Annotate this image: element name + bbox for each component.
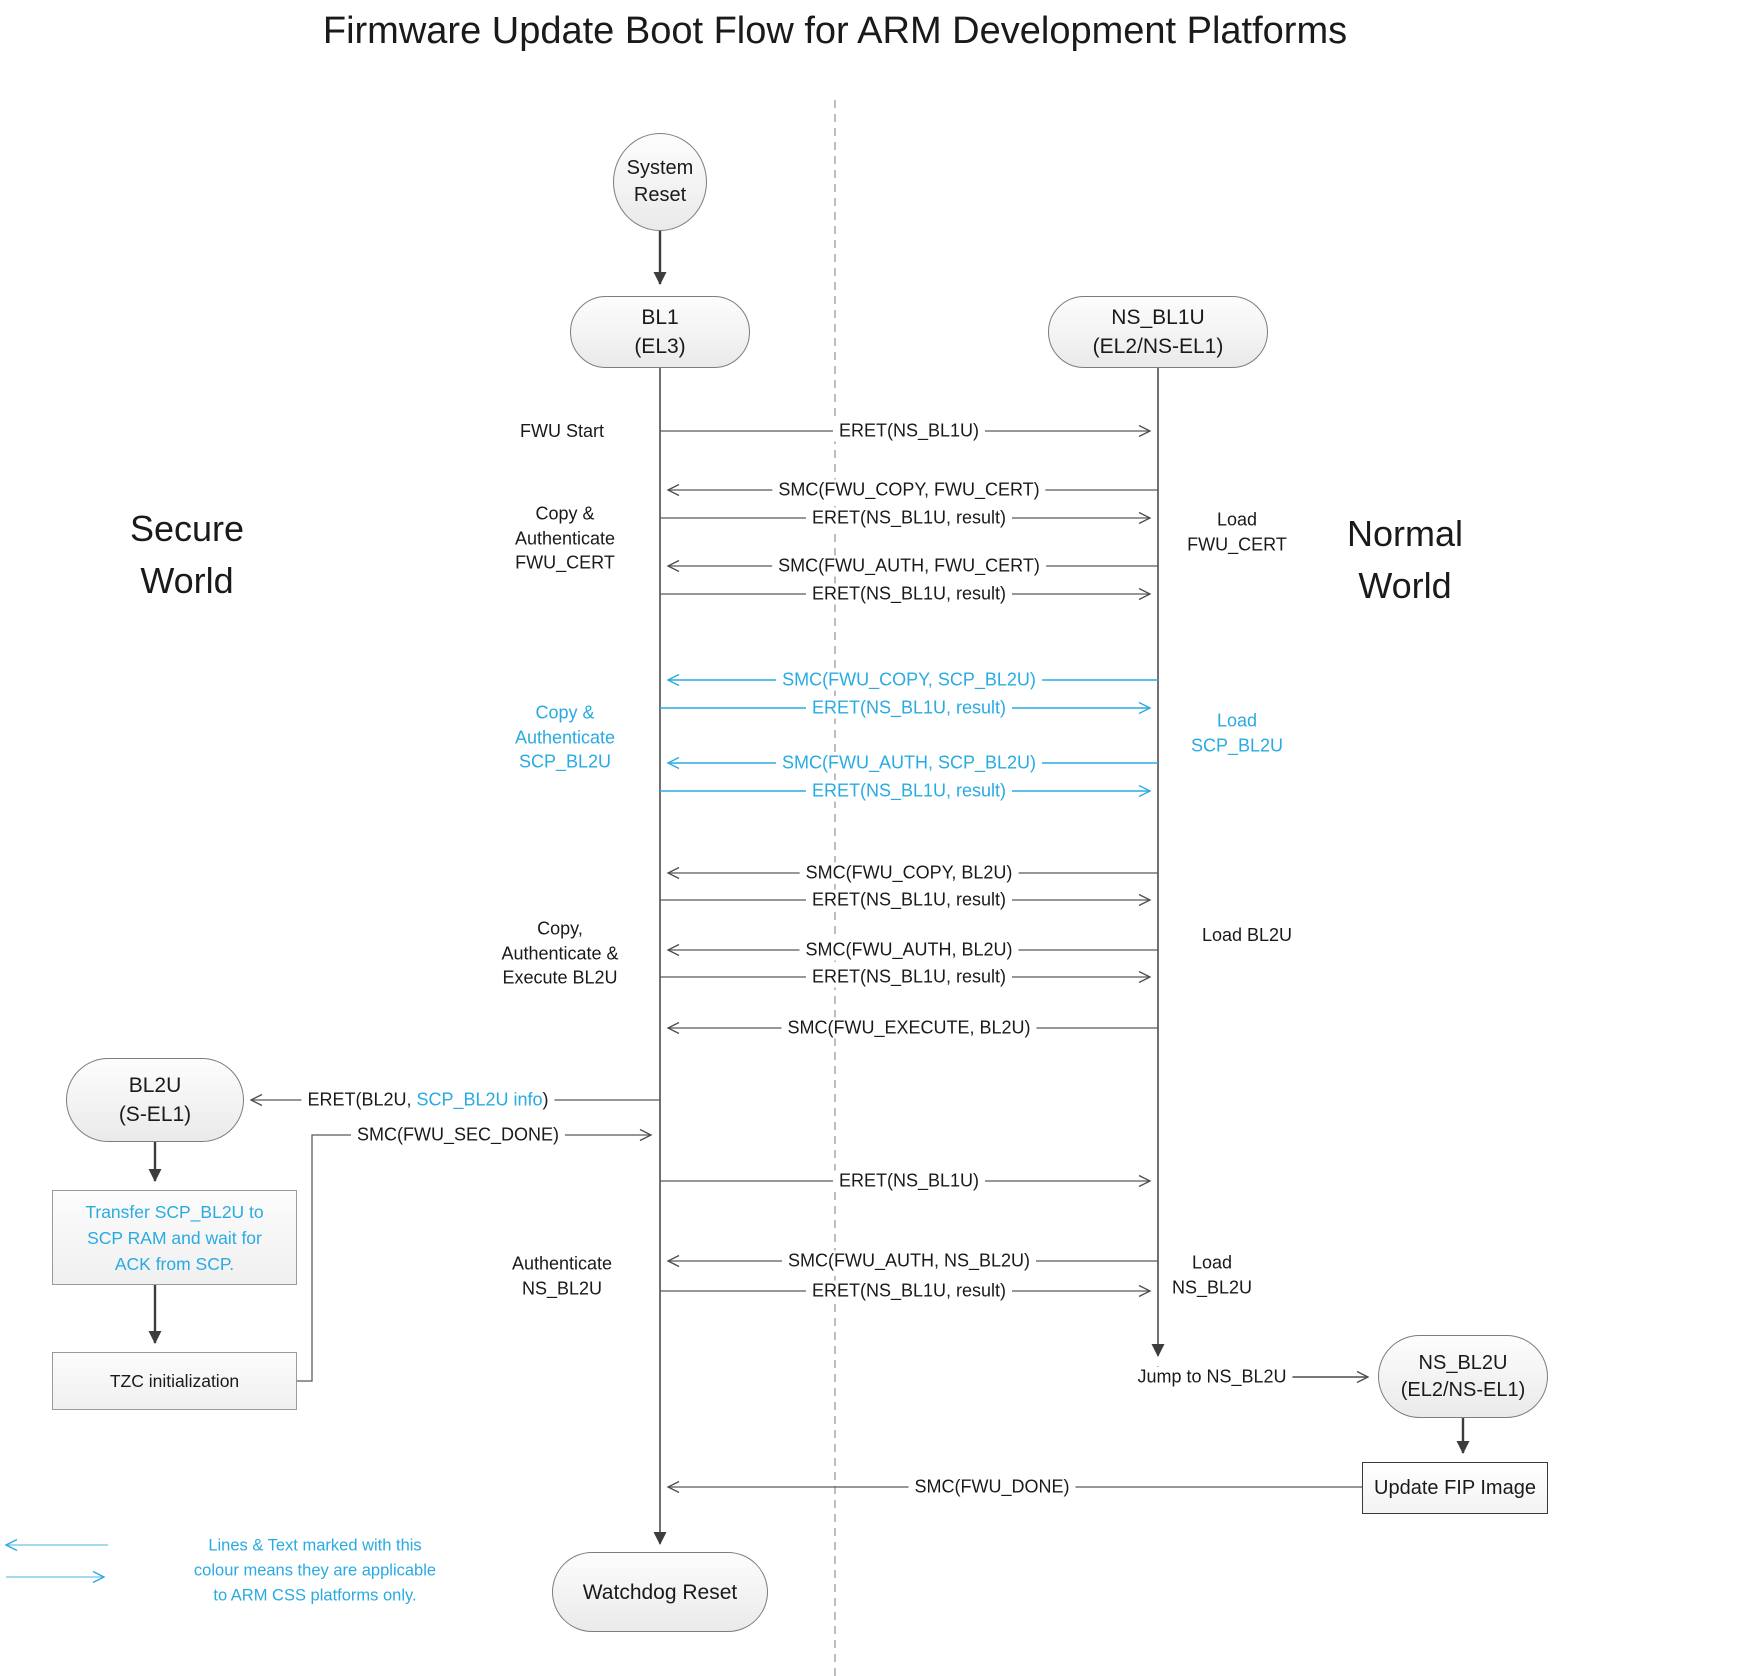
box-transfer-line3: ACK from SCP. [114, 1253, 235, 1274]
msg-smc-fwu-sec-done: SMC(FWU_SEC_DONE) [350, 1124, 566, 1146]
label-load-scp-bl2u-line1: Load [1216, 710, 1258, 731]
label-fwu-start: FWU Start [517, 418, 607, 444]
normal-world-line1: Normal [1346, 513, 1464, 554]
box-transfer-line1: Transfer SCP_BL2U to [85, 1201, 264, 1222]
label-load-bl2u-line1: Load BL2U [1201, 924, 1293, 945]
node-ns-bl2u-line2: (EL2/NS-EL1) [1400, 1378, 1526, 1401]
label-copy-auth-fwu-cert: Copy & Authenticate FWU_CERT [511, 501, 619, 575]
msg-eret-bl2u-pre: ERET(BL2U, [307, 1089, 417, 1110]
node-ns-bl1u-line2: (EL2/NS-EL1) [1092, 335, 1224, 358]
label-copy-auth-exec-bl2u-line1: Copy, [537, 918, 583, 939]
msg-eret-result-6: ERET(NS_BL1U, result) [805, 966, 1013, 988]
label-auth-ns-bl2u-line1: Authenticate [511, 1253, 613, 1274]
node-ns-bl2u-line1: NS_BL2U [1418, 1351, 1508, 1374]
label-load-fwu-cert-line1: Load [1216, 509, 1258, 530]
msg-eret-bl2u-scp-info: ERET(BL2U, SCP_BL2U info) [301, 1089, 555, 1111]
node-ns-bl1u: NS_BL1U (EL2/NS-EL1) [1048, 296, 1268, 368]
box-transfer-line2: SCP RAM and wait for [87, 1227, 262, 1248]
msg-eret-ns-bl1u-2: ERET(NS_BL1U) [832, 1170, 986, 1192]
label-load-bl2u: Load BL2U [1198, 922, 1296, 948]
secure-world-line2: World [140, 560, 234, 601]
msg-eret-result-5: ERET(NS_BL1U, result) [805, 889, 1013, 911]
node-bl2u: BL2U (S-EL1) [66, 1058, 244, 1142]
secure-world-line1: Secure [129, 508, 245, 549]
box-tzc-line1: TZC initialization [109, 1371, 240, 1391]
node-bl2u-line2: (S-EL1) [118, 1103, 192, 1126]
label-copy-auth-exec-bl2u-line3: Execute BL2U [502, 967, 618, 988]
legend-text: Lines & Text marked with this colour mea… [194, 1534, 436, 1609]
label-copy-auth-scp-bl2u-line2: Authenticate [514, 726, 616, 747]
msg-smc-fwu-auth-bl2u: SMC(FWU_AUTH, BL2U) [799, 939, 1019, 961]
node-ns-bl2u: NS_BL2U (EL2/NS-EL1) [1378, 1335, 1548, 1418]
box-tzc-initialization: TZC initialization [52, 1352, 297, 1410]
node-bl1: BL1 (EL3) [570, 296, 750, 368]
label-copy-auth-fwu-cert-line2: Authenticate [514, 527, 616, 548]
label-copy-auth-scp-bl2u-line3: SCP_BL2U [518, 751, 612, 772]
label-copy-auth-scp-bl2u-line1: Copy & [535, 702, 595, 723]
normal-world-line2: World [1358, 565, 1452, 606]
msg-eret-result-4: ERET(NS_BL1U, result) [805, 780, 1013, 802]
msg-smc-fwu-copy-scp-bl2u: SMC(FWU_COPY, SCP_BL2U) [776, 669, 1042, 691]
msg-jump-to-ns-bl2u: Jump to NS_BL2U [1131, 1366, 1293, 1388]
legend-line1: Lines & Text marked with this [208, 1536, 422, 1555]
label-load-fwu-cert: Load FWU_CERT [1184, 507, 1290, 557]
box-transfer-scp-bl2u: Transfer SCP_BL2U to SCP RAM and wait fo… [52, 1190, 297, 1285]
legend-line3: to ARM CSS platforms only. [213, 1586, 417, 1605]
msg-eret-result-2: ERET(NS_BL1U, result) [805, 583, 1013, 605]
label-fwu-start-line1: FWU Start [520, 420, 604, 441]
box-update-fip-line1: Update FIP Image [1374, 1477, 1536, 1499]
node-ns-bl1u-line1: NS_BL1U [1111, 306, 1205, 329]
label-copy-auth-fwu-cert-line1: Copy & [535, 503, 595, 524]
label-copy-auth-exec-bl2u: Copy, Authenticate & Execute BL2U [498, 916, 622, 990]
msg-smc-fwu-done: SMC(FWU_DONE) [908, 1476, 1076, 1498]
node-watchdog-reset: Watchdog Reset [552, 1552, 768, 1632]
label-copy-auth-exec-bl2u-line2: Authenticate & [501, 942, 619, 963]
msg-smc-fwu-auth-fwu-cert: SMC(FWU_AUTH, FWU_CERT) [772, 555, 1046, 577]
node-system-reset-line1: System [626, 157, 694, 179]
label-load-ns-bl2u: Load NS_BL2U [1168, 1250, 1256, 1300]
page-title: Firmware Update Boot Flow for ARM Develo… [322, 10, 1348, 52]
normal-world-label: Normal World [1347, 508, 1463, 612]
label-load-scp-bl2u: Load SCP_BL2U [1187, 708, 1287, 758]
legend-line2: colour means they are applicable [193, 1561, 437, 1580]
node-system-reset-line2: Reset [633, 184, 687, 206]
label-copy-auth-fwu-cert-line3: FWU_CERT [515, 552, 615, 573]
msg-smc-fwu-execute-bl2u: SMC(FWU_EXECUTE, BL2U) [781, 1017, 1037, 1039]
msg-eret-result-7: ERET(NS_BL1U, result) [805, 1280, 1013, 1302]
node-bl1-line1: BL1 [641, 306, 679, 329]
label-load-scp-bl2u-line2: SCP_BL2U [1190, 735, 1284, 755]
msg-smc-fwu-copy-fwu-cert: SMC(FWU_COPY, FWU_CERT) [772, 479, 1046, 501]
msg-eret-bl2u-post: ) [542, 1089, 549, 1110]
label-load-fwu-cert-line2: FWU_CERT [1187, 534, 1287, 554]
msg-eret-bl2u-info: SCP_BL2U info [416, 1089, 543, 1110]
msg-smc-fwu-auth-scp-bl2u: SMC(FWU_AUTH, SCP_BL2U) [775, 752, 1043, 774]
msg-eret-ns-bl1u-start: ERET(NS_BL1U) [832, 420, 986, 442]
label-copy-auth-scp-bl2u: Copy & Authenticate SCP_BL2U [511, 700, 619, 774]
label-auth-ns-bl2u: Authenticate NS_BL2U [508, 1251, 616, 1301]
msg-smc-fwu-copy-bl2u: SMC(FWU_COPY, BL2U) [799, 862, 1019, 884]
node-bl1-line2: (EL3) [634, 335, 686, 358]
node-watchdog-reset-line1: Watchdog Reset [582, 1580, 738, 1604]
label-auth-ns-bl2u-line2: NS_BL2U [521, 1278, 603, 1298]
msg-eret-result-3: ERET(NS_BL1U, result) [805, 697, 1013, 719]
label-load-ns-bl2u-line1: Load [1191, 1252, 1233, 1273]
node-system-reset: System Reset [613, 133, 707, 231]
secure-world-label: Secure World [130, 503, 244, 607]
box-update-fip-image: Update FIP Image [1362, 1462, 1548, 1514]
msg-eret-result-1: ERET(NS_BL1U, result) [805, 507, 1013, 529]
label-load-ns-bl2u-line2: NS_BL2U [1171, 1277, 1253, 1297]
msg-smc-fwu-auth-ns-bl2u: SMC(FWU_AUTH, NS_BL2U) [781, 1250, 1037, 1272]
node-bl2u-line1: BL2U [128, 1074, 182, 1097]
